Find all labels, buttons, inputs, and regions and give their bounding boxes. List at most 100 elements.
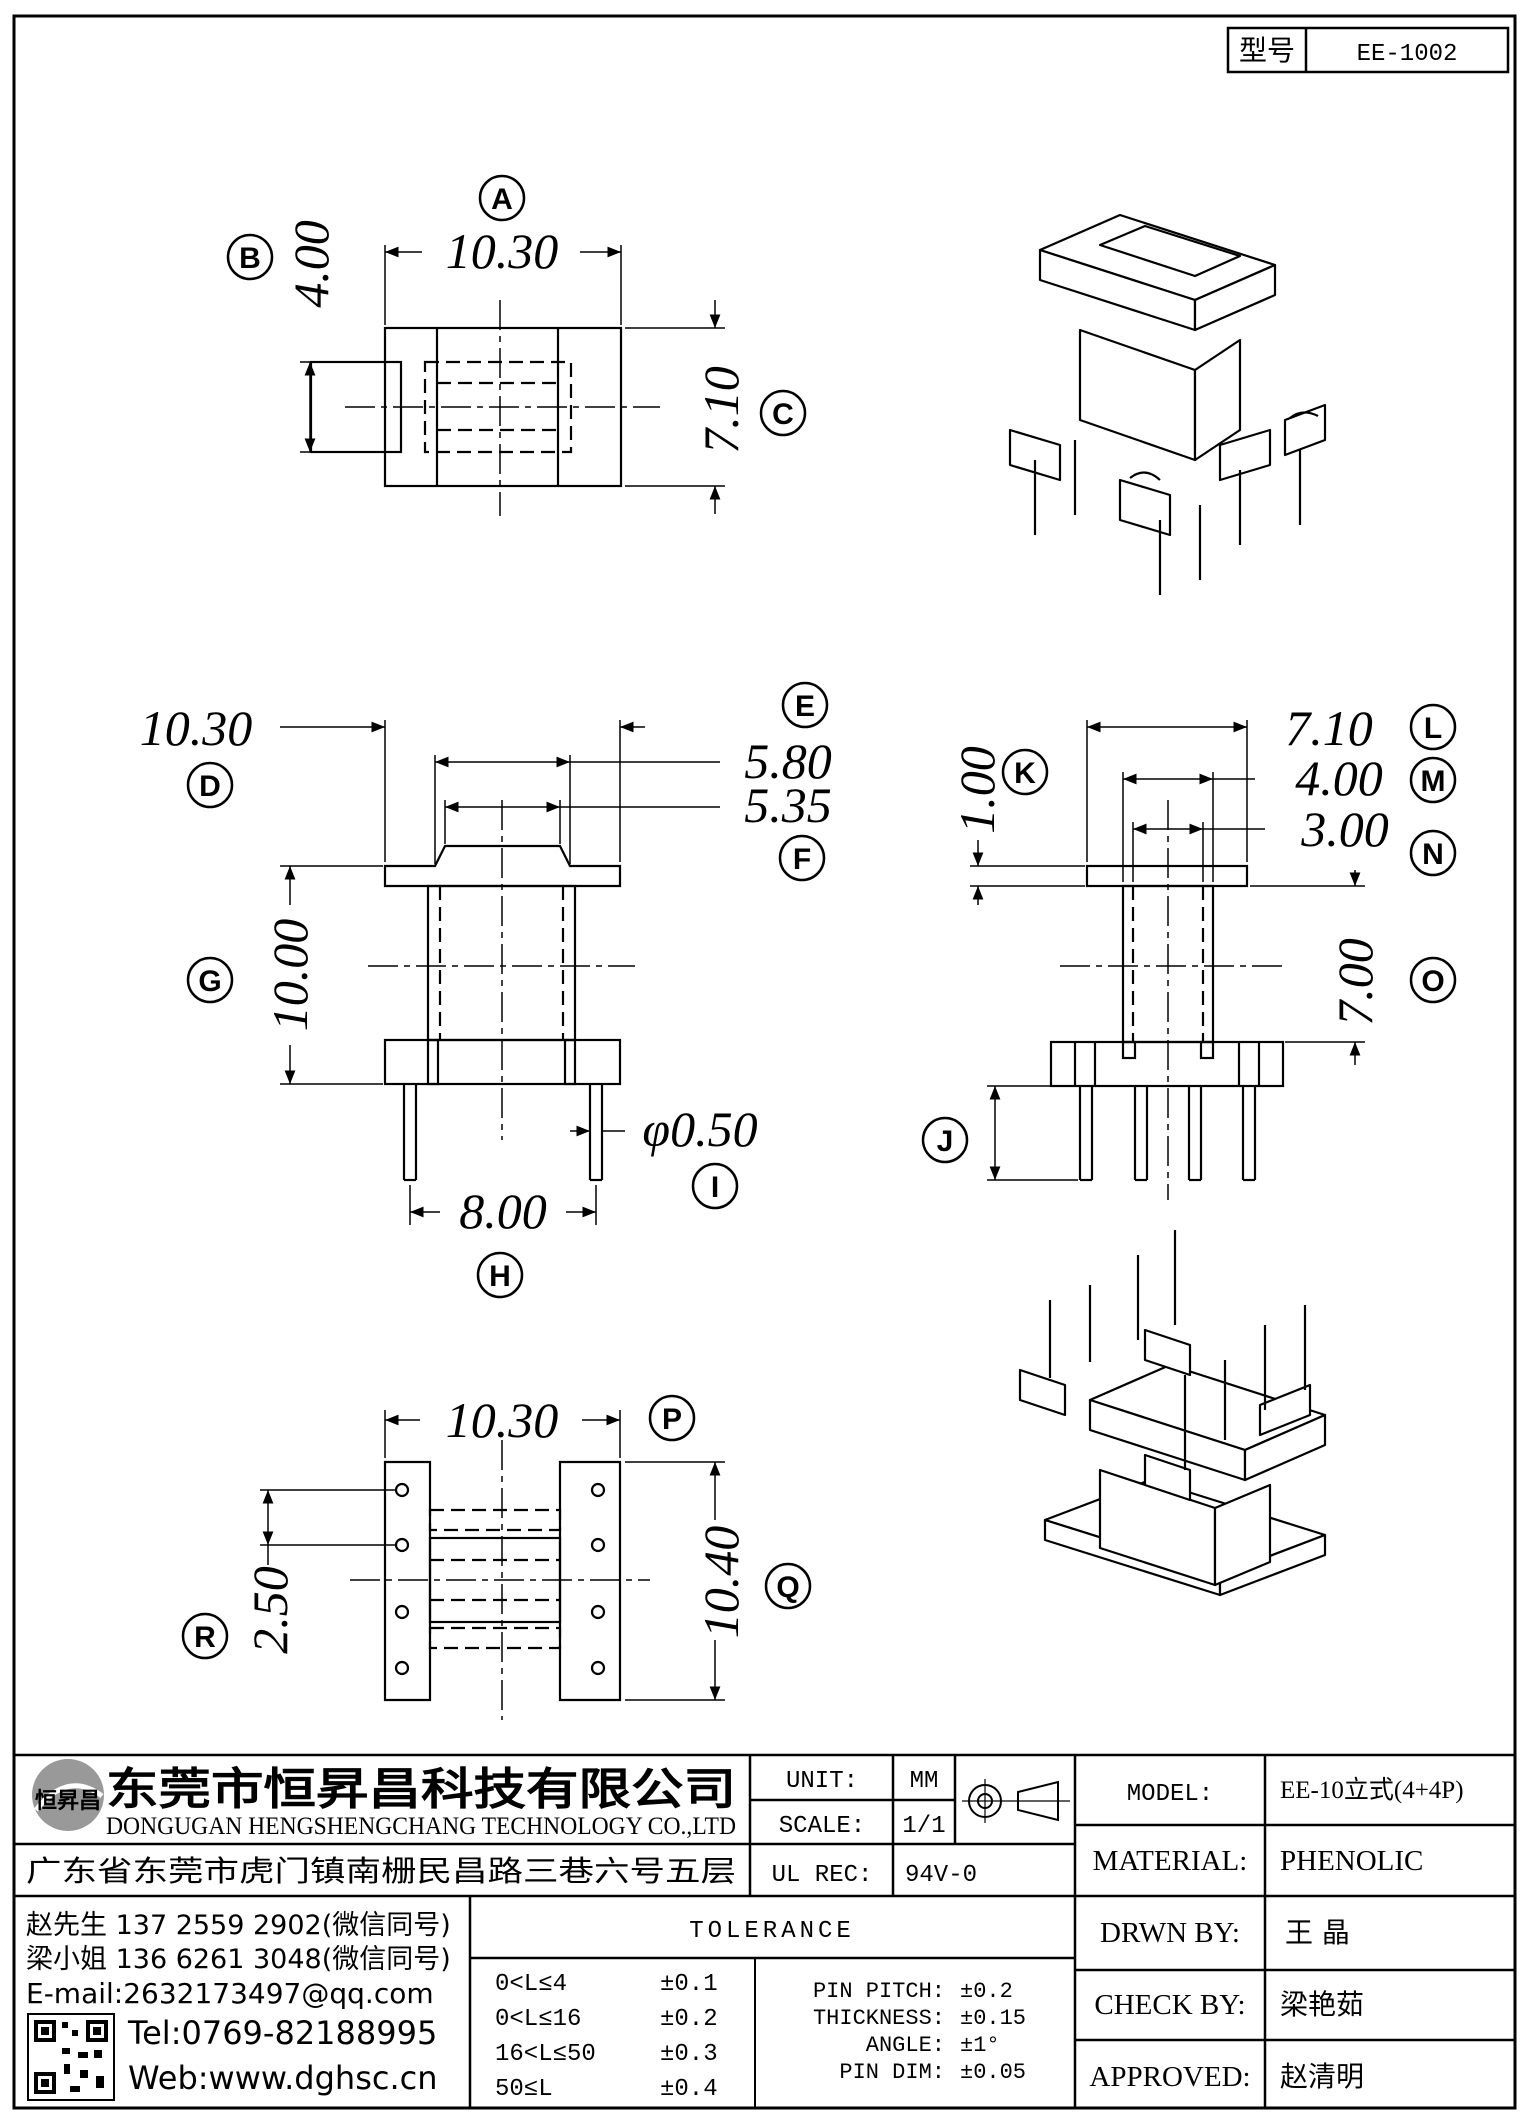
approved-value: 赵清明 <box>1280 2060 1364 2093</box>
tolerance-value: ±0.2 <box>660 2006 718 2033</box>
marker-b: B <box>226 233 274 281</box>
company-logo: 恒昇昌 <box>32 1759 104 1831</box>
marker-k: K <box>1001 748 1049 796</box>
svg-text:恒昇昌: 恒昇昌 <box>35 1788 101 1814</box>
bottom-dim-pitch: 2.50 <box>242 1566 298 1654</box>
marker-d: D <box>186 761 234 809</box>
svg-text:G: G <box>198 965 221 998</box>
svg-text:L: L <box>1424 712 1442 745</box>
front-dim-pin-pitch: 8.00 <box>459 1183 547 1239</box>
side-dim-inner1: 4.00 <box>1295 750 1383 806</box>
bottom-view <box>260 1410 725 1720</box>
marker-r: R <box>181 1612 229 1660</box>
svg-text:R: R <box>194 1621 216 1654</box>
spec-label: ANGLE: <box>866 2033 945 2058</box>
side-dim-height: 7.00 <box>1327 938 1383 1026</box>
part-number-box: 型号 EE-1002 <box>1226 26 1510 74</box>
marker-e: E <box>781 681 829 729</box>
material-value: PHENOLIC <box>1280 1845 1423 1877</box>
contact-tel: Tel:0769-82188995 <box>127 2014 437 2052</box>
unit-value: MM <box>910 1768 939 1795</box>
marker-g: G <box>186 956 234 1004</box>
marker-i: I <box>691 1162 739 1210</box>
svg-text:O: O <box>1421 965 1444 998</box>
part-number: EE-1002 <box>1357 41 1458 68</box>
marker-h: H <box>476 1251 524 1299</box>
svg-text:C: C <box>772 398 794 431</box>
marker-f: F <box>778 834 826 882</box>
qr-code-icon <box>27 2013 115 2101</box>
marker-a: A <box>478 174 526 222</box>
side-dim-flange: 1.00 <box>949 746 1005 834</box>
tolerance-value: ±0.3 <box>660 2041 718 2068</box>
scale-label: SCALE: <box>779 1813 865 1840</box>
svg-text:B: B <box>239 242 261 275</box>
check-label: CHECK BY: <box>1094 1989 1245 2021</box>
svg-text:Q: Q <box>776 1571 799 1604</box>
front-dim-pin-dia: φ0.50 <box>642 1101 757 1157</box>
svg-text:I: I <box>711 1171 719 1204</box>
svg-text:E: E <box>795 690 815 723</box>
front-dim-inner2: 5.35 <box>744 777 832 833</box>
spec-value: ±1° <box>960 2033 1000 2058</box>
svg-text:N: N <box>1422 838 1444 871</box>
tolerance-range: 0<L≤4 <box>495 1971 567 1998</box>
company-address: 广东省东莞市虎门镇南栅民昌路三巷六号五层 <box>26 1854 736 1888</box>
contact-email: E-mail:2632173497@qq.com <box>26 1977 434 2010</box>
tolerance-table: 0<L≤4±0.10<L≤16±0.216<L≤50±0.350≤L±0.4 <box>495 1971 718 2103</box>
unit-label: UNIT: <box>786 1768 858 1795</box>
model-label: MODEL: <box>1127 1781 1213 1808</box>
company-name-en: DONGUGAN HENGSHENGCHANG TECHNOLOGY CO.,L… <box>106 1813 736 1840</box>
marker-n: N <box>1409 829 1457 877</box>
spec-label: PIN PITCH: <box>813 1979 945 2004</box>
top-dim-depth: 7.10 <box>693 366 749 454</box>
drawn-value: 王 晶 <box>1285 1916 1350 1949</box>
spec-value: ±0.2 <box>960 1979 1013 2004</box>
top-view <box>300 245 725 516</box>
sheet-border <box>12 14 1517 2110</box>
ul-value: 94V-0 <box>905 1862 977 1889</box>
spec-label: THICKNESS: <box>813 2006 945 2031</box>
title-block-grid <box>14 1753 1515 2108</box>
svg-text:F: F <box>793 843 811 876</box>
isometric-view-top <box>1008 213 1327 595</box>
bottom-dim-width: 10.30 <box>446 1392 559 1448</box>
spec-value: ±0.15 <box>960 2006 1026 2031</box>
approved-label: APPROVED: <box>1089 2061 1250 2093</box>
drawn-label: DRWN BY: <box>1100 1917 1240 1949</box>
isometric-view-bottom <box>1018 1230 1327 1597</box>
top-dim-width: 10.30 <box>446 223 559 279</box>
marker-q: Q <box>764 1562 812 1610</box>
marker-j: J <box>921 1116 969 1164</box>
contact-1: 赵先生 137 2559 2902(微信同号) <box>26 1910 451 1941</box>
front-dim-inner1: 5.80 <box>744 733 832 789</box>
marker-m: M <box>1409 756 1457 804</box>
svg-text:M: M <box>1421 765 1446 798</box>
ul-label: UL REC: <box>772 1862 873 1889</box>
bottom-dim-length: 10.40 <box>693 1526 749 1639</box>
side-dim-inner2: 3.00 <box>1300 801 1389 857</box>
svg-text:J: J <box>937 1125 954 1158</box>
part-label: 型号 <box>1239 34 1295 67</box>
material-label: MATERIAL: <box>1093 1845 1248 1877</box>
spec-value: ±0.05 <box>960 2060 1026 2085</box>
top-dim-core: 4.00 <box>283 220 339 308</box>
marker-l: L <box>1409 703 1457 751</box>
side-view <box>970 720 1365 1200</box>
tolerance-range: 0<L≤16 <box>495 2006 581 2033</box>
projection-symbol-icon <box>962 1779 1070 1823</box>
svg-text:P: P <box>662 1403 682 1436</box>
tolerance-range: 50≤L <box>495 2076 553 2103</box>
svg-text:K: K <box>1014 757 1036 790</box>
spec-label: PIN DIM: <box>839 2060 945 2085</box>
tolerance-value: ±0.1 <box>660 1971 718 1998</box>
svg-text:H: H <box>489 1260 511 1293</box>
marker-p: P <box>648 1394 696 1442</box>
svg-text:D: D <box>199 770 221 803</box>
scale-value: 1/1 <box>902 1813 945 1840</box>
company-name-cn: 东莞市恒昇昌科技有限公司 <box>106 1764 736 1815</box>
front-dim-width: 10.30 <box>140 700 253 756</box>
tolerance-range: 16<L≤50 <box>495 2041 596 2068</box>
